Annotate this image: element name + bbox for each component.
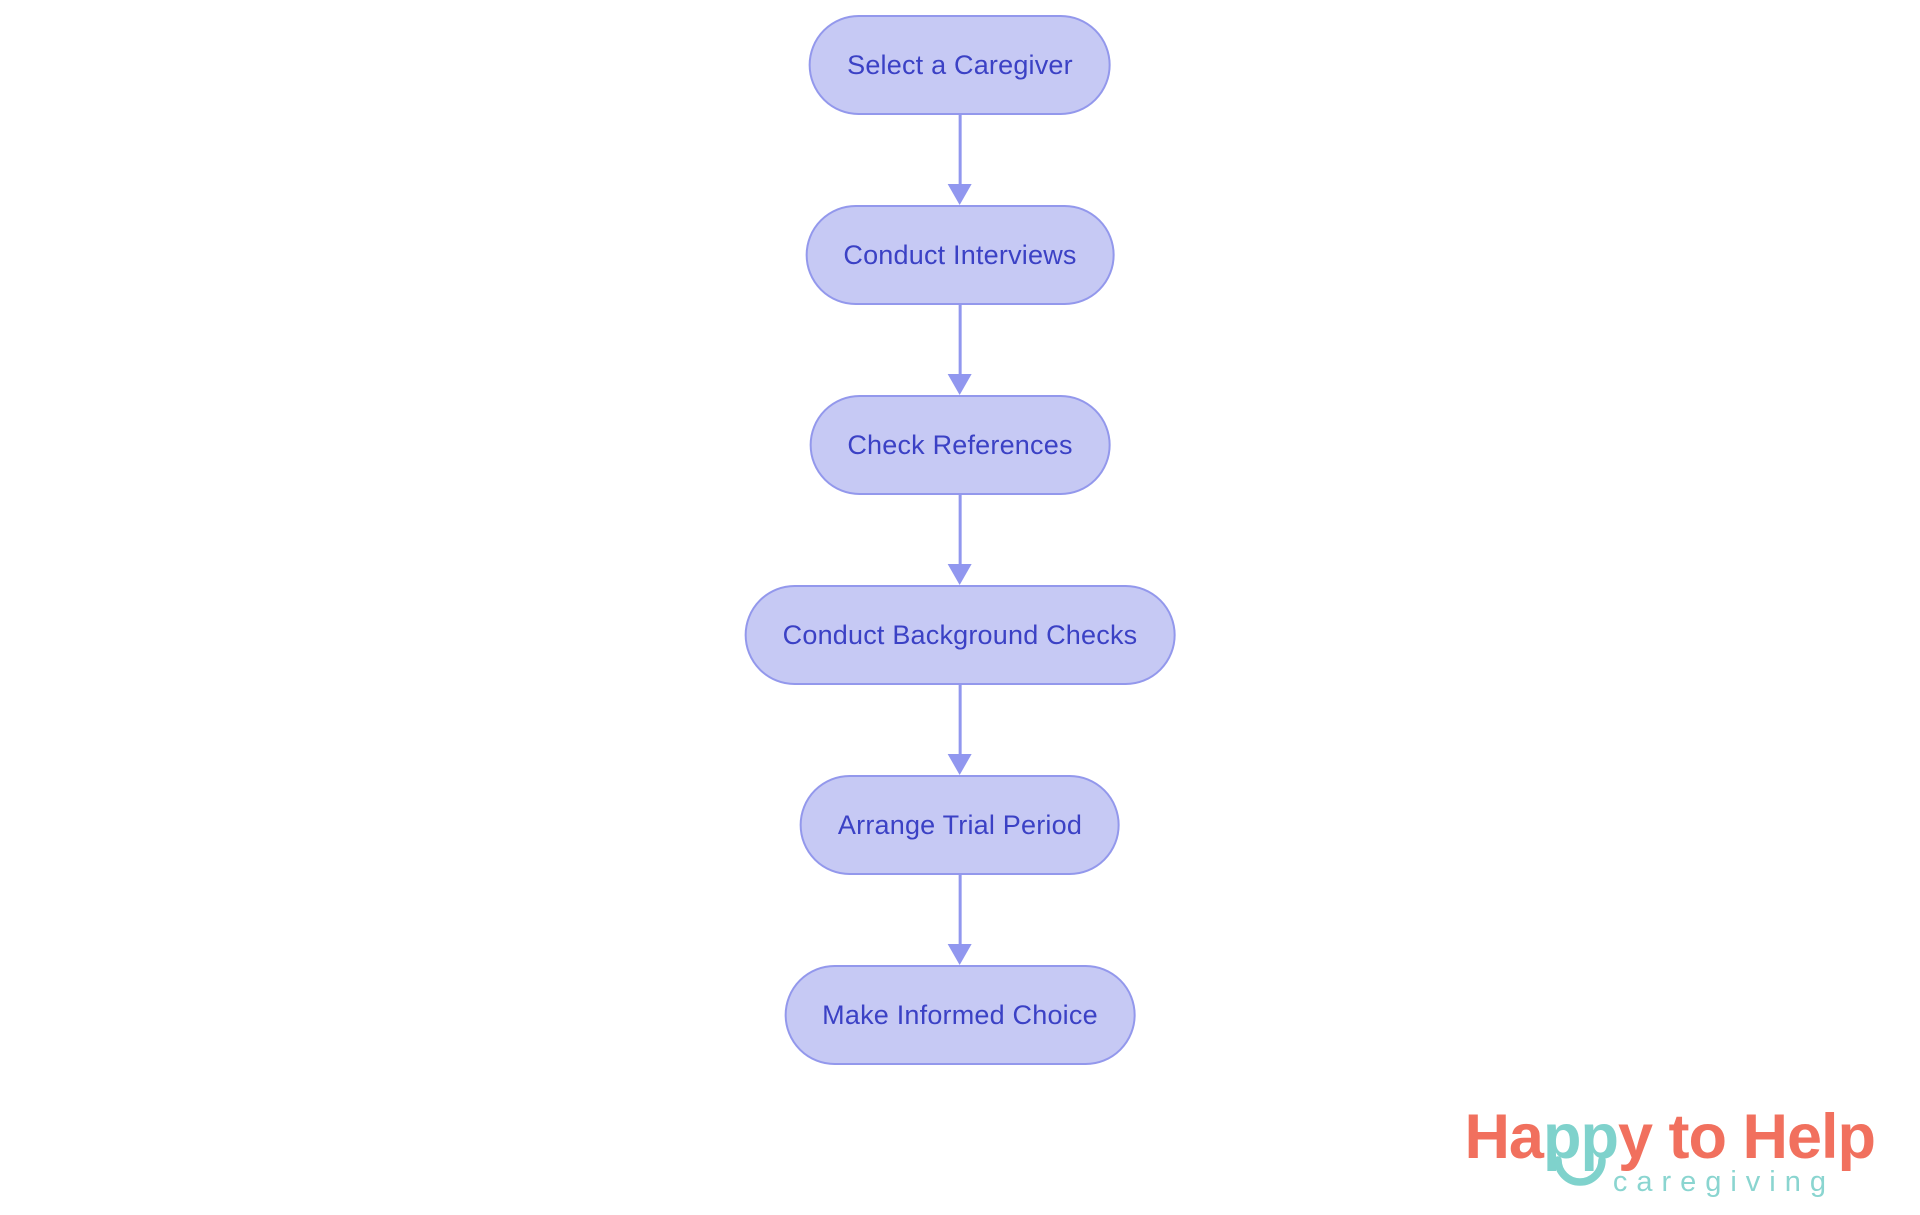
- arrow-head-icon: [947, 374, 972, 395]
- arrow-line: [958, 875, 962, 944]
- arrow-line: [958, 115, 962, 184]
- arrow-head-icon: [947, 564, 972, 585]
- flow-node-label: Arrange Trial Period: [837, 809, 1083, 840]
- flow-node-label: Check References: [847, 429, 1073, 460]
- logo-text-teal: pp: [1542, 1101, 1619, 1172]
- flow-node-select-a-caregiver: Select a Caregiver: [809, 15, 1111, 115]
- flow-arrow: [947, 685, 972, 775]
- logo-tagline: caregiving: [1612, 1166, 1835, 1198]
- logo-text-coral: to Help: [1652, 1101, 1877, 1172]
- logo-pp-with-smile: pp: [1542, 1101, 1619, 1186]
- arrow-head-icon: [947, 944, 972, 965]
- flow-node-check-references: Check References: [809, 395, 1111, 495]
- flow-arrow: [947, 495, 972, 585]
- flow-node-label: Make Informed Choice: [822, 999, 1098, 1030]
- arrow-head-icon: [947, 754, 972, 775]
- arrow-head-icon: [947, 184, 972, 205]
- flow-node-arrange-trial-period: Arrange Trial Period: [799, 775, 1121, 875]
- flow-node-make-informed-choice: Make Informed Choice: [784, 965, 1136, 1065]
- flowchart: Select a Caregiver Conduct Interviews Ch…: [744, 15, 1176, 1065]
- flow-arrow: [947, 875, 972, 965]
- flow-arrow: [947, 115, 972, 205]
- flow-arrow: [947, 305, 972, 395]
- logo-text-coral: Ha: [1464, 1101, 1544, 1172]
- arrow-line: [958, 495, 962, 564]
- flow-node-label: Select a Caregiver: [847, 49, 1073, 80]
- logo-text-coral: y: [1617, 1101, 1653, 1172]
- arrow-line: [958, 305, 962, 374]
- flow-node-label: Conduct Interviews: [843, 239, 1077, 270]
- flow-node-label: Conduct Background Checks: [782, 619, 1138, 650]
- flow-node-conduct-background-checks: Conduct Background Checks: [744, 585, 1176, 685]
- flow-node-conduct-interviews: Conduct Interviews: [805, 205, 1115, 305]
- arrow-line: [958, 685, 962, 754]
